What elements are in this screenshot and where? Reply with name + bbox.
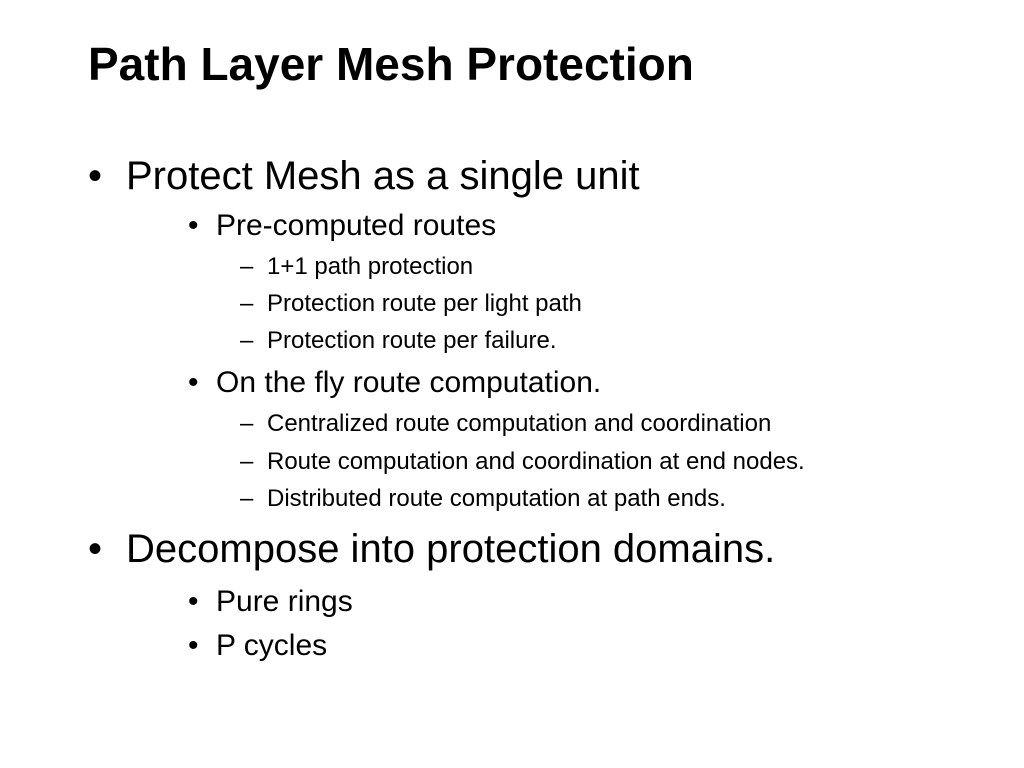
bullet-marker: • <box>188 585 199 618</box>
bullet-text: Pure rings <box>216 585 353 618</box>
dash-text: Protection route per light path <box>267 290 582 317</box>
dash-marker: – <box>240 253 254 280</box>
bullet-level2: • P cycles <box>188 628 588 664</box>
dash-text: Distributed route computation at path en… <box>267 485 726 512</box>
dash-marker: – <box>240 327 254 354</box>
bullet-marker: • <box>88 527 103 571</box>
dash-text: Centralized route computation and coordi… <box>267 410 772 437</box>
bullet-text: On the fly route computation. <box>216 366 602 399</box>
bullet-text: Pre-computed routes <box>216 209 497 242</box>
dash-level3: – Protection route per failure. <box>240 326 940 356</box>
dash-marker: – <box>240 448 254 475</box>
dash-marker: – <box>240 290 254 317</box>
dash-level3: – Distributed route computation at path … <box>240 484 1000 514</box>
dash-level3: – 1+1 path protection <box>240 252 940 282</box>
bullet-marker: • <box>188 209 199 242</box>
dash-level3: – Route computation and coordination at … <box>240 447 1000 477</box>
bullet-marker: • <box>88 154 103 198</box>
bullet-text: Protect Mesh as a single unit <box>126 154 640 198</box>
dash-level3: – Protection route per light path <box>240 289 940 319</box>
bullet-level1: • Protect Mesh as a single unit <box>88 152 788 200</box>
dash-text: Protection route per failure. <box>267 327 557 354</box>
bullet-marker: • <box>188 366 199 399</box>
slide-title: Path Layer Mesh Protection <box>88 38 694 90</box>
dash-marker: – <box>240 410 254 437</box>
dash-text: Route computation and coordination at en… <box>267 448 805 475</box>
dash-text: 1+1 path protection <box>267 253 474 280</box>
bullet-marker: • <box>188 629 199 662</box>
bullet-text: P cycles <box>216 629 328 662</box>
bullet-text: Decompose into protection domains. <box>126 527 776 571</box>
bullet-level2: • On the fly route computation. <box>188 365 788 401</box>
dash-level3: – Centralized route computation and coor… <box>240 409 1000 439</box>
bullet-level2: • Pre-computed routes <box>188 208 688 244</box>
bullet-level2: • Pure rings <box>188 584 588 620</box>
bullet-level1: • Decompose into protection domains. <box>88 525 968 573</box>
dash-marker: – <box>240 485 254 512</box>
